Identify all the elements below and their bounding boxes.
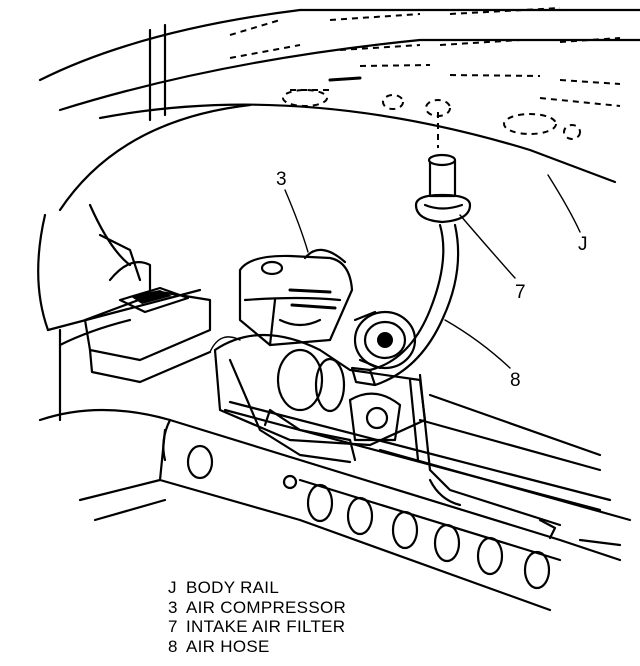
legend-item-air-hose: 8 AIR HOSE (168, 637, 346, 657)
leader-lines (284, 174, 581, 369)
legend-text: AIR COMPRESSOR (186, 597, 347, 617)
intake-air-filter (414, 153, 472, 224)
callout-J: J (578, 234, 588, 255)
air-hose (350, 223, 460, 387)
body-rail (78, 373, 632, 612)
legend-key: 3 (168, 597, 178, 617)
body-panel-outline (38, 8, 640, 212)
panel-holes (282, 89, 581, 148)
callout-8: 8 (510, 370, 521, 391)
legend: J BODY RAIL 3 AIR COMPRESSOR 7 INTAKE AIR F… (168, 578, 346, 656)
legend-item-air-compressor: 3 AIR COMPRESSOR (168, 598, 346, 618)
callout-3: 3 (276, 169, 287, 190)
legend-text: INTAKE AIR FILTER (186, 617, 346, 636)
legend-key: 8 (168, 636, 178, 656)
panel-dashes (229, 7, 621, 107)
legend-key: 7 (168, 617, 178, 636)
legend-item-intake-air-filter: 7 INTAKE AIR FILTER (168, 617, 346, 637)
legend-text: AIR HOSE (186, 636, 270, 656)
compressor (209, 248, 427, 464)
left-structure (37, 203, 212, 422)
callout-7: 7 (515, 282, 526, 303)
legend-text: BODY RAIL (186, 578, 280, 597)
legend-item-body-rail: J BODY RAIL (168, 578, 346, 598)
legend-key: J (168, 578, 177, 597)
